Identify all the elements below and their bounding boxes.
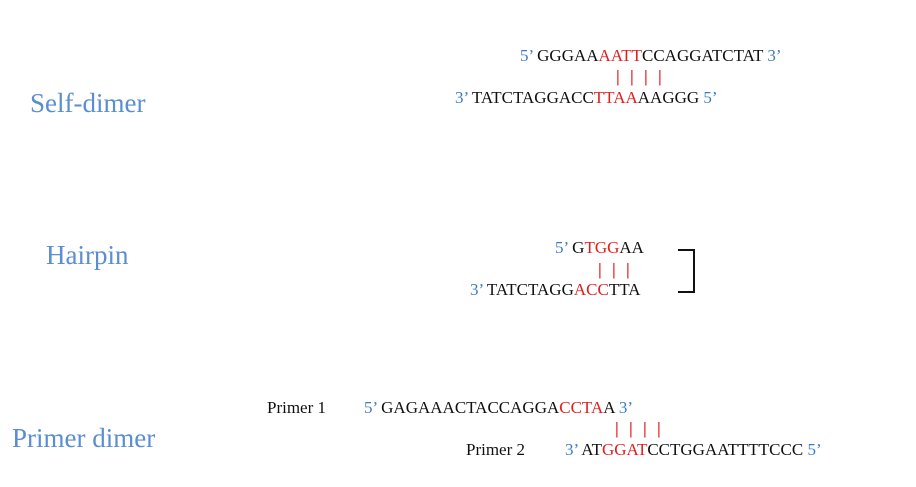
self-dimer-top-strand: 5’ GGGAAAATTCCAGGATCTAT 3’	[520, 46, 782, 66]
primer-2-strand: 3’ ATGGATCCTGGAATTTTCCC 5’	[565, 440, 822, 460]
sequence-segment: AT	[577, 440, 602, 459]
five-prime-end: 5’	[703, 88, 718, 107]
self-dimer-pairing-bars: | | | |	[616, 67, 665, 86]
three-prime-end: 3’	[455, 88, 468, 107]
sequence-segment: A	[603, 398, 619, 417]
sequence-segment: TATCTAGGACC	[467, 88, 594, 107]
primer-dimer-label: Primer dimer	[12, 423, 156, 453]
sequence-segment: G	[567, 238, 585, 257]
hairpin-pairing-bars: | | |	[598, 260, 633, 279]
complementary-segment: TGG	[584, 238, 620, 257]
complementary-segment: CCTA	[559, 398, 604, 417]
five-prime-end: 5’	[555, 238, 568, 257]
complementary-segment: TTAA	[593, 88, 638, 107]
sequence-segment: CCTGGAATTTTCCC	[647, 440, 808, 459]
complementary-segment: AATT	[598, 46, 642, 65]
hairpin-bottom-strand: 3’ TATCTAGGACCTTA	[470, 280, 641, 300]
sequence-segment: CCAGGATCTAT	[642, 46, 768, 65]
five-prime-end: 5’	[364, 398, 377, 417]
complementary-segment: ACC	[573, 280, 609, 299]
sequence-segment: TTA	[608, 280, 641, 299]
primer-1-label: Primer 1	[267, 398, 327, 417]
five-prime-end: 5’	[520, 46, 533, 65]
sequence-segment: TATCTAGG	[482, 280, 574, 299]
primer-1-strand: 5’ GAGAAACTACCAGGACCTAA 3’	[364, 398, 633, 418]
hairpin-top-strand: 5’ GTGGAA	[555, 238, 644, 258]
three-prime-end: 3’	[565, 440, 578, 459]
sequence-segment: AA	[619, 238, 644, 257]
complementary-segment: GGAT	[602, 440, 648, 459]
three-prime-end: 3’	[470, 280, 483, 299]
primer-dimer-pairing-bars: | | | |	[615, 419, 664, 438]
three-prime-end: 3’	[767, 46, 782, 65]
five-prime-end: 5’	[807, 440, 822, 459]
sequence-segment: AAGGG	[637, 88, 704, 107]
sequence-segment: GGGAA	[532, 46, 599, 65]
self-dimer-label: Self-dimer	[30, 88, 146, 118]
three-prime-end: 3’	[618, 398, 633, 417]
hairpin-label: Hairpin	[46, 240, 129, 270]
primer-2-label: Primer 2	[466, 440, 526, 459]
self-dimer-bottom-strand: 3’ TATCTAGGACCTTAAAAGGG 5’	[455, 88, 718, 108]
sequence-segment: GAGAAACTACCAGGA	[376, 398, 560, 417]
